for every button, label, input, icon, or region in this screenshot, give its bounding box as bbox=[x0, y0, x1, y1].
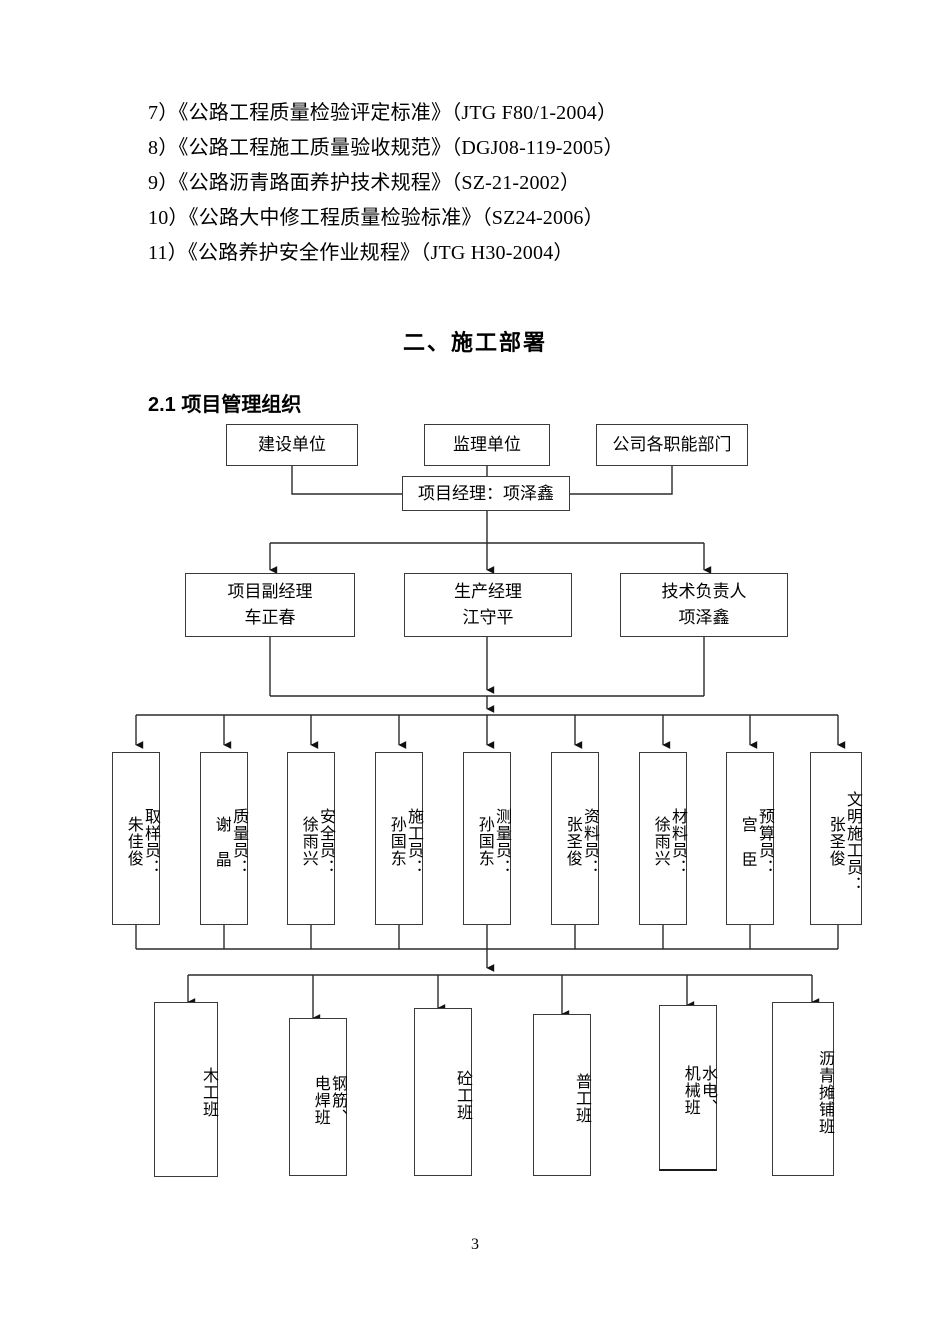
org-node-deputy-project-manager[interactable]: 项目副经理 车正春 bbox=[185, 573, 355, 637]
org-node-carpentry-team[interactable]: 木工班 bbox=[154, 1002, 218, 1177]
org-node-label: 沥青摊铺班 bbox=[816, 1049, 833, 1135]
org-node-role: 技术负责人 bbox=[661, 582, 747, 601]
page-number: 3 bbox=[471, 1236, 479, 1253]
org-node-label: 资料员： 张圣俊 bbox=[563, 807, 598, 876]
org-node-label: 公司各职能部门 bbox=[612, 435, 732, 454]
org-node-project-manager[interactable]: 项目经理：项泽鑫 bbox=[402, 476, 570, 511]
org-node-sampler[interactable]: 取样员： 朱佳俊 bbox=[112, 752, 160, 925]
org-node-label: 水电、 机械班 bbox=[681, 1065, 716, 1116]
section-title: 二、施工部署 bbox=[402, 330, 547, 355]
org-node-budget-officer[interactable]: 预算员： 宫 臣 bbox=[726, 752, 774, 925]
org-node-person: 江守平 bbox=[462, 608, 514, 627]
org-node-label: 材料员： 徐雨兴 bbox=[651, 807, 686, 876]
subsection-title: 2.1 项目管理组织 bbox=[148, 394, 302, 416]
org-node-utilities-machinery-team[interactable]: 水电、 机械班 bbox=[659, 1005, 717, 1171]
org-node-surveyor[interactable]: 测量员： 孙国东 bbox=[463, 752, 511, 925]
org-node-label: 文明施工员： 张圣俊 bbox=[826, 790, 861, 893]
org-node-safety-officer[interactable]: 安全员： 徐雨兴 bbox=[287, 752, 335, 925]
org-node-concrete-team[interactable]: 砼工班 bbox=[414, 1008, 472, 1176]
org-node-label: 建设单位 bbox=[258, 435, 326, 454]
reference-list: 7）《公路工程质量检验评定标准》（JTG F80/1-2004） 8）《公路工程… bbox=[148, 96, 848, 271]
org-node-supervision-unit[interactable]: 监理单位 bbox=[424, 424, 550, 466]
org-node-label: 监理单位 bbox=[453, 435, 521, 454]
org-node-person: 车正春 bbox=[244, 608, 296, 627]
org-node-role: 生产经理 bbox=[454, 582, 522, 601]
org-node-label: 质量员： 谢 晶 bbox=[212, 807, 247, 876]
org-node-company-departments[interactable]: 公司各职能部门 bbox=[596, 424, 748, 466]
org-node-construction-officer[interactable]: 施工员： 孙国东 bbox=[375, 752, 423, 925]
org-node-label: 测量员： 孙国东 bbox=[475, 807, 510, 876]
org-node-rebar-welding-team[interactable]: 钢筋、 电焊班 bbox=[289, 1018, 347, 1176]
org-node-quality-inspector[interactable]: 质量员： 谢 晶 bbox=[200, 752, 248, 925]
org-node-label: 施工员： 孙国东 bbox=[387, 807, 422, 876]
org-node-general-labor-team[interactable]: 普工班 bbox=[533, 1014, 591, 1176]
org-node-label: 钢筋、 电焊班 bbox=[311, 1074, 346, 1126]
reference-item: 11）《公路养护安全作业规程》（JTG H30-2004） bbox=[148, 242, 574, 264]
org-node-technical-director[interactable]: 技术负责人 项泽鑫 bbox=[620, 573, 788, 637]
reference-item: 7）《公路工程质量检验评定标准》（JTG F80/1-2004） bbox=[148, 102, 618, 124]
org-node-person: 项泽鑫 bbox=[678, 608, 730, 627]
org-node-label: 普工班 bbox=[573, 1072, 590, 1124]
org-node-document-officer[interactable]: 资料员： 张圣俊 bbox=[551, 752, 599, 925]
org-node-label: 安全员： 徐雨兴 bbox=[299, 807, 334, 876]
org-node-asphalt-paving-team[interactable]: 沥青摊铺班 bbox=[772, 1002, 834, 1176]
org-node-label: 木工班 bbox=[200, 1067, 217, 1118]
org-node-label: 砼工班 bbox=[454, 1069, 471, 1121]
org-node-production-manager[interactable]: 生产经理 江守平 bbox=[404, 573, 572, 637]
org-node-label: 预算员： 宫 臣 bbox=[738, 807, 773, 876]
org-node-civilized-construction-officer[interactable]: 文明施工员： 张圣俊 bbox=[810, 752, 862, 925]
org-node-construction-unit[interactable]: 建设单位 bbox=[226, 424, 358, 466]
org-node-material-officer[interactable]: 材料员： 徐雨兴 bbox=[639, 752, 687, 925]
org-node-label: 取样员： 朱佳俊 bbox=[124, 807, 159, 876]
reference-item: 9）《公路沥青路面养护技术规程》（SZ-21-2002） bbox=[148, 172, 581, 194]
org-node-label: 项目经理：项泽鑫 bbox=[418, 483, 554, 503]
org-node-role: 项目副经理 bbox=[227, 582, 313, 601]
reference-item: 10）《公路大中修工程质量检验标准》（SZ24-2006） bbox=[148, 207, 604, 229]
reference-item: 8）《公路工程施工质量验收规范》（DGJ08-119-2005） bbox=[148, 137, 624, 159]
